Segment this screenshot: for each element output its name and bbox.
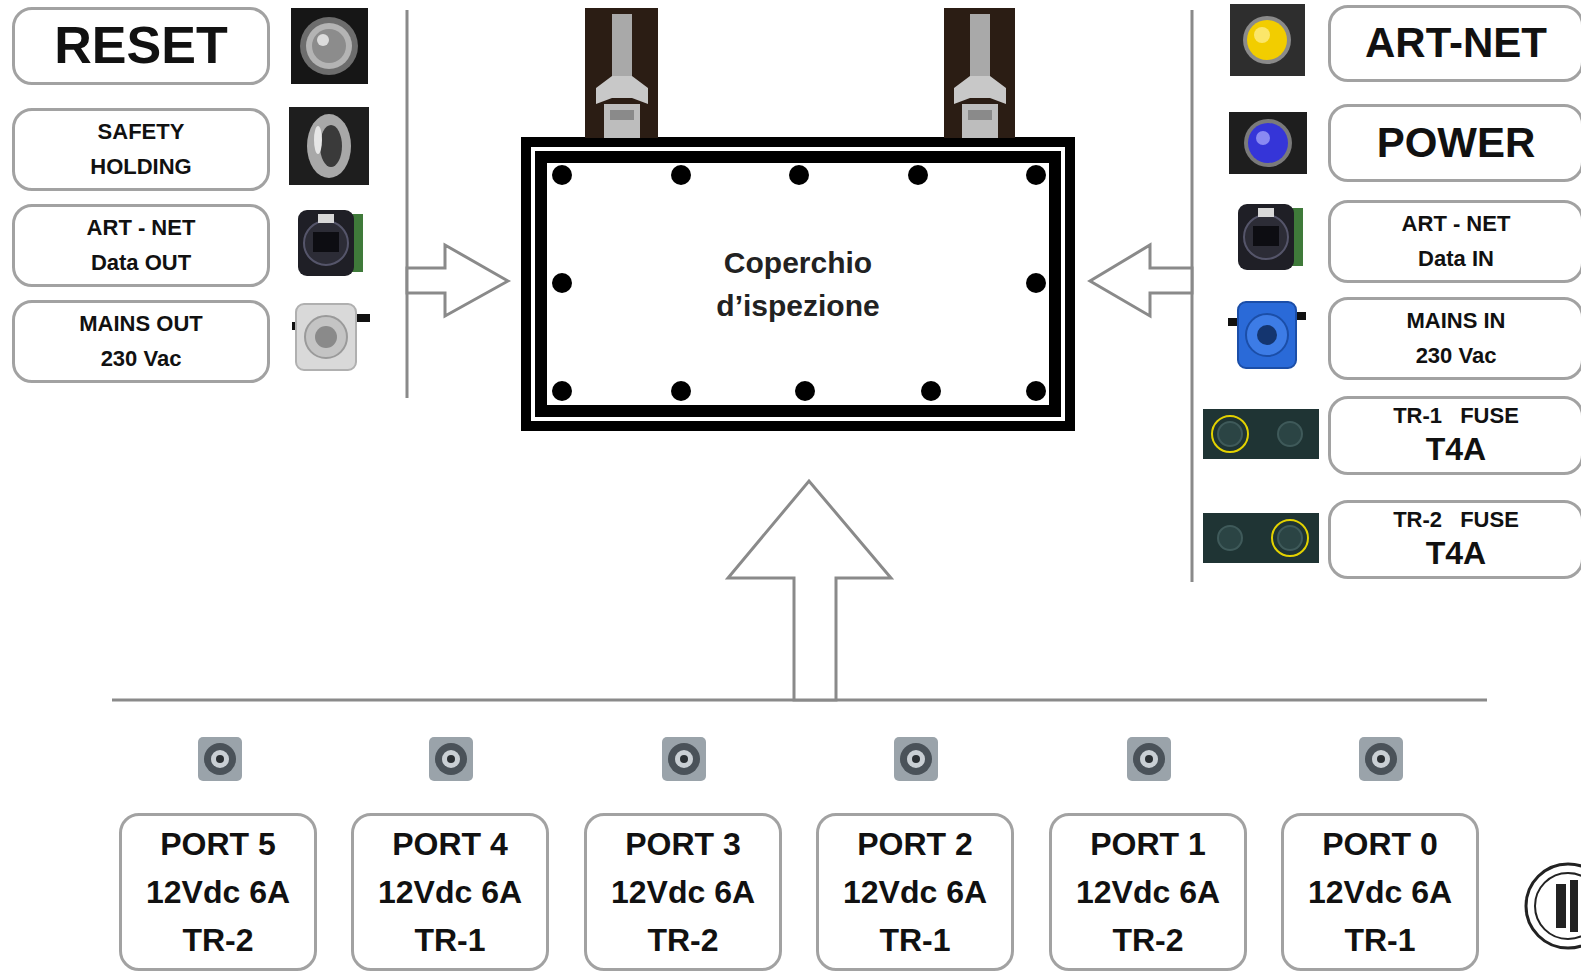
- label-text: PORT 5: [160, 820, 276, 868]
- label-text: TR-2 FUSE: [1393, 507, 1519, 533]
- port-label-box: PORT 212Vdc 6ATR-1: [816, 813, 1014, 971]
- wing-screw: [944, 8, 1015, 138]
- powercon-photo: [1228, 302, 1306, 368]
- label-text: 12Vdc 6A: [1076, 868, 1220, 916]
- port-label-box: PORT 512Vdc 6ATR-2: [119, 813, 317, 971]
- label-text: 12Vdc 6A: [1308, 868, 1452, 916]
- lid-frame: [521, 137, 1075, 431]
- label-text: 12Vdc 6A: [146, 868, 290, 916]
- label-text: MAINS OUT 230 Vac: [66, 307, 216, 375]
- port-label-box: PORT 112Vdc 6ATR-2: [1049, 813, 1247, 971]
- wing-screw: [585, 8, 658, 138]
- label-text: ART-NET: [1365, 20, 1547, 66]
- reset-button-photo: [291, 8, 368, 84]
- safety-holding-photo: [289, 107, 369, 185]
- separator-line: [406, 10, 409, 398]
- connector-label-box: ART - NET Data OUT: [12, 204, 270, 287]
- fuse-holder-photo: [1203, 409, 1319, 459]
- logo-mark: [1526, 864, 1581, 948]
- label-text: TR-2: [1112, 916, 1183, 964]
- control-label-box: RESET: [12, 7, 270, 85]
- label-text: ART - NET Data OUT: [76, 211, 206, 279]
- control-label-box: SAFETY HOLDING: [12, 108, 270, 191]
- label-text: 12Vdc 6A: [378, 868, 522, 916]
- separator-line: [1191, 10, 1194, 582]
- label-text: T4A: [1426, 534, 1486, 572]
- speakon-photo: [1127, 737, 1171, 781]
- powercon-photo: [292, 304, 370, 370]
- inspection-lid: Coperchio d’ispezione: [547, 163, 1049, 405]
- side-arrow: [1090, 245, 1192, 316]
- label-text: TR-1: [1344, 916, 1415, 964]
- label-text: TR-1: [879, 916, 950, 964]
- label-text: PORT 1: [1090, 820, 1206, 868]
- fuse-holder-photo: [1203, 513, 1319, 563]
- label-text: SAFETY HOLDING: [76, 115, 206, 183]
- ethercon-photo: [1238, 204, 1303, 270]
- power-led-photo: [1229, 112, 1307, 174]
- label-text: PORT 2: [857, 820, 973, 868]
- side-arrow: [407, 245, 508, 316]
- connector-label-box: MAINS IN 230 Vac: [1328, 297, 1581, 380]
- connector-label-box: MAINS OUT 230 Vac: [12, 300, 270, 383]
- label-text: PORT 4: [392, 820, 508, 868]
- speakon-photo: [198, 737, 242, 781]
- indicator-label-box: ART-NET: [1328, 5, 1581, 82]
- label-text: TR-2: [182, 916, 253, 964]
- label-text: RESET: [54, 17, 227, 74]
- fuse-label-box: TR-1 FUSET4A: [1328, 396, 1581, 475]
- speakon-photo: [662, 737, 706, 781]
- label-text: POWER: [1377, 120, 1536, 166]
- port-label-box: PORT 412Vdc 6ATR-1: [351, 813, 549, 971]
- label-text: TR-1: [414, 916, 485, 964]
- label-text: TR-1 FUSE: [1393, 403, 1519, 429]
- fuse-label-box: TR-2 FUSET4A: [1328, 500, 1581, 579]
- port-label-box: PORT 012Vdc 6ATR-1: [1281, 813, 1479, 971]
- port-label-box: PORT 312Vdc 6ATR-2: [584, 813, 782, 971]
- indicator-label-box: POWER: [1328, 104, 1581, 182]
- label-text: MAINS IN 230 Vac: [1401, 304, 1511, 372]
- label-text: PORT 3: [625, 820, 741, 868]
- label-text: 12Vdc 6A: [611, 868, 755, 916]
- artnet-led-photo: [1230, 4, 1305, 76]
- label-text: T4A: [1426, 430, 1486, 468]
- speakon-photo: [1359, 737, 1403, 781]
- lid-label: Coperchio d’ispezione: [683, 241, 913, 328]
- side-arrow: [728, 481, 891, 700]
- ethercon-photo: [298, 210, 363, 276]
- speakon-photo: [894, 737, 938, 781]
- label-text: PORT 0: [1322, 820, 1438, 868]
- label-text: TR-2: [647, 916, 718, 964]
- label-text: 12Vdc 6A: [843, 868, 987, 916]
- label-text: ART - NET Data IN: [1391, 207, 1521, 275]
- speakon-photo: [429, 737, 473, 781]
- connector-label-box: ART - NET Data IN: [1328, 200, 1581, 283]
